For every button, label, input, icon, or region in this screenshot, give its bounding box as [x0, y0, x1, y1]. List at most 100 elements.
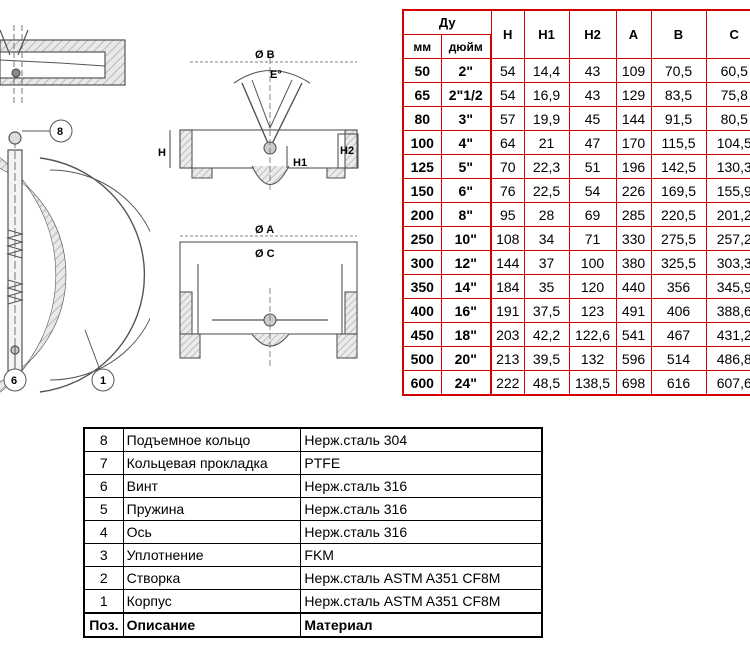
dimension-cell-b: 616	[650, 370, 707, 396]
dimension-cell-h1: 22,5	[523, 178, 570, 203]
dimension-cell-inch: 18"	[440, 322, 492, 347]
dimension-cell-h1: 42,2	[523, 322, 570, 347]
header-mm: мм	[402, 34, 442, 59]
dimension-cell-a: 596	[615, 346, 652, 371]
dimension-cell-a: 285	[615, 202, 652, 227]
label-diam-c: Ø C	[255, 248, 275, 260]
dimension-cell-a: 170	[615, 130, 652, 155]
part-material: Нерж.сталь 316	[300, 474, 543, 498]
dimension-cell-c: 80,5	[705, 106, 750, 131]
dimension-cell-h: 184	[490, 274, 525, 299]
dimension-cell-a: 196	[615, 154, 652, 179]
dimension-cell-c: 60,5	[705, 58, 750, 83]
dimension-cell-c: 75,8	[705, 82, 750, 107]
part-description: Винт	[122, 474, 302, 498]
header-c: C	[705, 9, 750, 59]
dimension-cell-h1: 14,4	[523, 58, 570, 83]
dimension-cell-h2: 138,5	[568, 370, 617, 396]
part-pos: 7	[83, 451, 124, 475]
callout-6	[3, 368, 27, 392]
part-description: Ось	[122, 520, 302, 544]
dimension-cell-mm: 500	[402, 346, 442, 371]
dimension-cell-b: 275,5	[650, 226, 707, 251]
dimension-cell-inch: 3"	[440, 106, 492, 131]
part-pos: 6	[83, 474, 124, 498]
lower-section-view	[179, 235, 358, 368]
dimension-cell-a: 698	[615, 370, 652, 396]
dimension-cell-h1: 16,9	[523, 82, 570, 107]
dimension-cell-inch: 12"	[440, 250, 492, 275]
dimension-cell-mm: 200	[402, 202, 442, 227]
label-angle-e: E°	[270, 69, 282, 81]
callout-label-8: 8	[57, 126, 63, 138]
dimension-cell-h1: 48,5	[523, 370, 570, 396]
dimension-cell-c: 303,3	[705, 250, 750, 275]
part-material: Нерж.сталь ASTM A351 CF8M	[300, 566, 543, 590]
label-h2: H2	[340, 145, 354, 157]
dimension-cell-h: 76	[490, 178, 525, 203]
dimension-cell-b: 142,5	[650, 154, 707, 179]
callout-1	[91, 368, 115, 392]
part-material: Нерж.сталь 316	[300, 497, 543, 521]
header-dn: Ду	[402, 9, 492, 35]
dimension-cell-h1: 34	[523, 226, 570, 251]
part-description: Подъемное кольцо	[122, 427, 302, 452]
dimension-cell-h1: 39,5	[523, 346, 570, 371]
dimension-cell-a: 144	[615, 106, 652, 131]
dimension-cell-a: 380	[615, 250, 652, 275]
dimension-cell-a: 129	[615, 82, 652, 107]
dimension-cell-c: 388,6	[705, 298, 750, 323]
dimension-cell-inch: 4"	[440, 130, 492, 155]
dimension-cell-h2: 45	[568, 106, 617, 131]
part-description: Кольцевая прокладка	[122, 451, 302, 475]
dimension-cell-h1: 22,3	[523, 154, 570, 179]
dimension-cell-h1: 28	[523, 202, 570, 227]
dimension-cell-b: 169,5	[650, 178, 707, 203]
part-description: Уплотнение	[122, 543, 302, 567]
dimension-cell-h: 191	[490, 298, 525, 323]
dimension-cell-inch: 10"	[440, 226, 492, 251]
parts-header-pos: Поз.	[83, 612, 124, 638]
valve-front-view-drawing: 8 6 1	[0, 25, 150, 393]
dimension-cell-c: 155,9	[705, 178, 750, 203]
dimension-cell-h: 203	[490, 322, 525, 347]
dimension-cell-a: 541	[615, 322, 652, 347]
dimension-cell-h: 108	[490, 226, 525, 251]
dimension-cell-h2: 120	[568, 274, 617, 299]
dimension-cell-a: 491	[615, 298, 652, 323]
dimension-cell-h2: 47	[568, 130, 617, 155]
dimension-cell-h2: 43	[568, 58, 617, 83]
dimension-cell-a: 109	[615, 58, 652, 83]
dimension-cell-mm: 50	[402, 58, 442, 83]
label-h1: H1	[293, 157, 307, 169]
dimension-cell-b: 406	[650, 298, 707, 323]
header-h2: H2	[568, 9, 617, 59]
dimension-cell-h1: 37,5	[523, 298, 570, 323]
dimension-cell-b: 325,5	[650, 250, 707, 275]
dimension-cell-h1: 19,9	[523, 106, 570, 131]
dimension-cell-a: 440	[615, 274, 652, 299]
dimension-cell-b: 91,5	[650, 106, 707, 131]
parts-header-material: Материал	[300, 612, 543, 638]
dimension-cell-c: 345,9	[705, 274, 750, 299]
part-material: FKM	[300, 543, 543, 567]
header-b: B	[650, 9, 707, 59]
dimension-cell-h2: 43	[568, 82, 617, 107]
dimension-cell-mm: 600	[402, 370, 442, 396]
